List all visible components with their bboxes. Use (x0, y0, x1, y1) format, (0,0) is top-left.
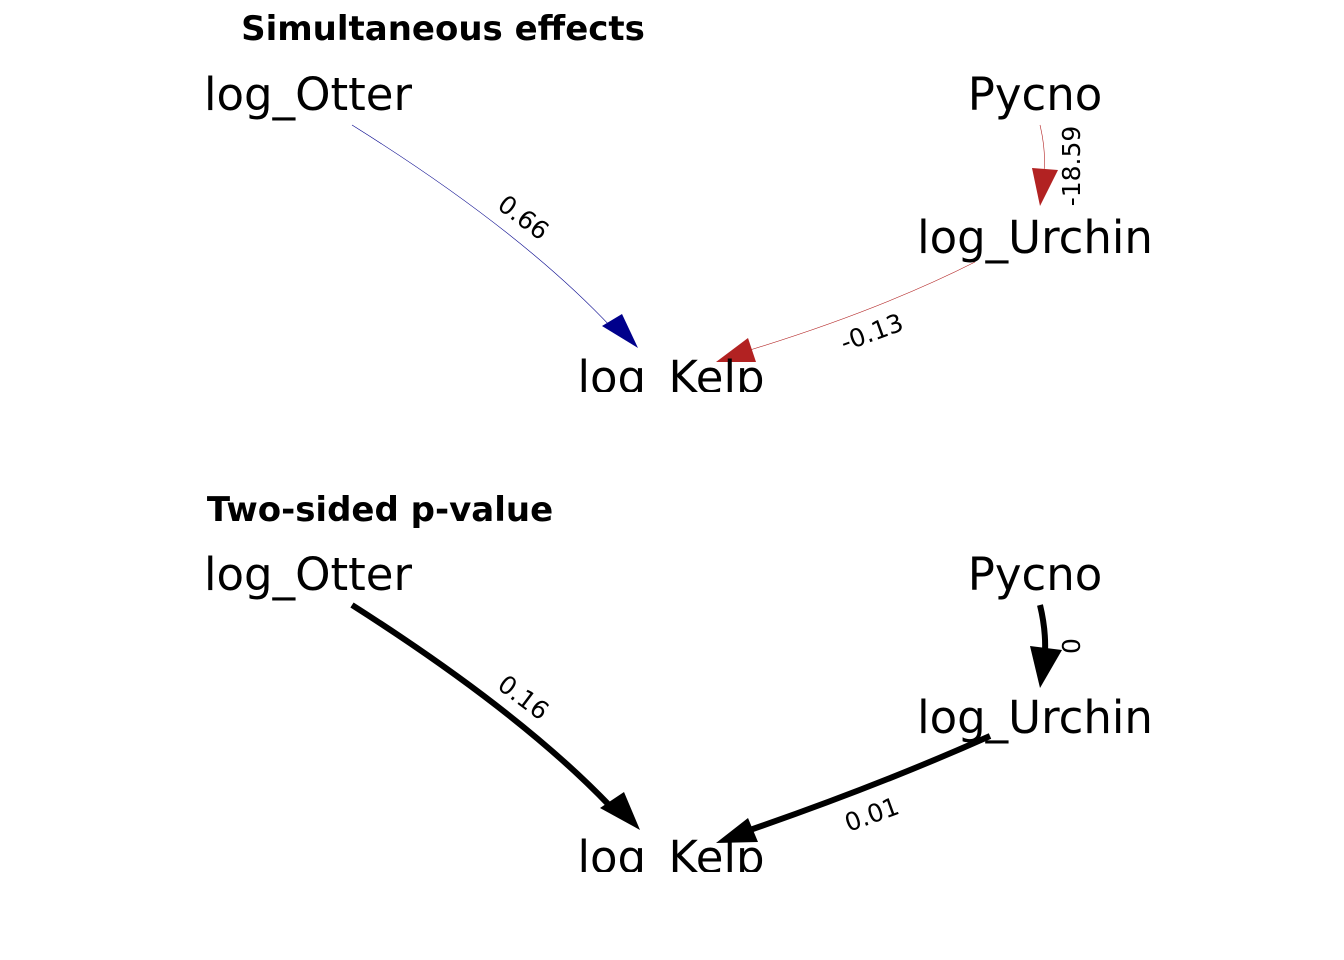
panel-simultaneous-effects: Simultaneous effects 0.66 -18.59 -0.13 l… (204, 9, 1153, 404)
edge-line (1037, 604, 1049, 653)
edge-label: 0.16 (492, 669, 554, 726)
node-pycno: Pycno (968, 68, 1103, 121)
node-log-kelp: log_Kelp (577, 351, 764, 404)
edge-otter-kelp: 0.16 (350, 602, 640, 830)
edge-line (351, 124, 613, 329)
node-log-urchin: log_Urchin (917, 691, 1153, 744)
edge-label: 0.66 (492, 189, 554, 246)
edge-otter-kelp: 0.66 (351, 124, 638, 348)
edge-pycno-urchin: 0 (1030, 604, 1086, 688)
edge-label: -0.13 (836, 308, 907, 357)
node-log-kelp: log_Kelp (577, 831, 764, 884)
edge-label: -18.59 (1057, 126, 1086, 207)
edge-urchin-kelp: 0.01 (716, 733, 992, 843)
node-pycno: Pycno (968, 548, 1103, 601)
edge-line (749, 261, 976, 351)
arrowhead-icon (1030, 646, 1062, 688)
edge-line (350, 602, 613, 809)
node-log-urchin: log_Urchin (917, 211, 1153, 264)
node-log-otter: log_Otter (204, 68, 412, 121)
arrowhead-icon (602, 314, 638, 348)
edge-line (749, 733, 992, 833)
panel-title: Two-sided p-value (207, 490, 553, 530)
panel-title: Simultaneous effects (241, 9, 645, 49)
nodes: log_Otter Pycno log_Urchin log_Kelp (204, 68, 1153, 404)
edge-pycno-urchin: -18.59 (1032, 124, 1086, 207)
nodes: log_Otter Pycno log_Urchin log_Kelp (204, 548, 1153, 884)
arrowhead-icon (716, 818, 758, 843)
panel-two-sided-p-value: Two-sided p-value 0.16 0 0.01 log_Otter … (204, 490, 1153, 884)
arrowhead-icon (716, 338, 756, 362)
edge-label: 0.01 (841, 791, 903, 837)
node-log-otter: log_Otter (204, 548, 412, 601)
edge-label: 0 (1057, 638, 1086, 654)
arrowhead-icon (600, 792, 640, 830)
edge-line (1039, 124, 1045, 173)
edge-urchin-kelp: -0.13 (716, 261, 976, 362)
arrowhead-icon (1032, 168, 1058, 206)
